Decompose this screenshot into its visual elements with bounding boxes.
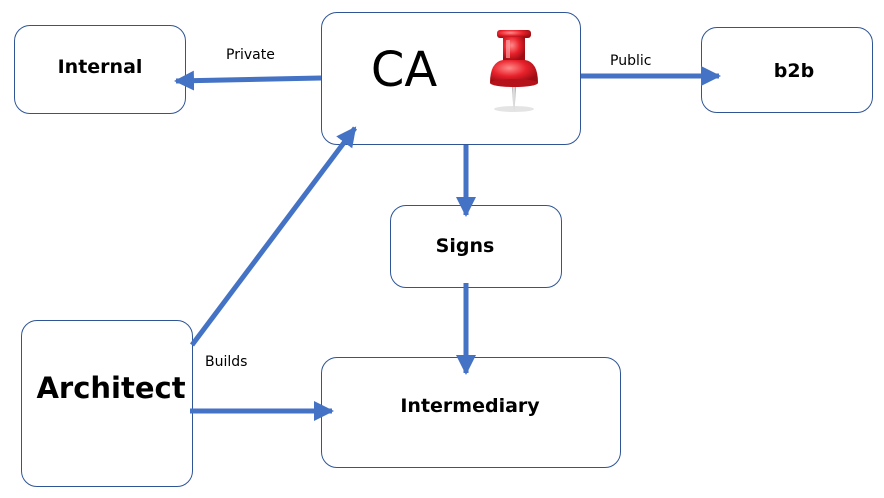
ca-label: CA — [370, 42, 438, 98]
b2b-node — [701, 27, 873, 113]
private-edge-label: Private — [226, 47, 275, 63]
b2b-label: b2b — [773, 60, 815, 82]
signs-label: Signs — [435, 235, 495, 257]
architect-label: Architect — [36, 371, 186, 405]
internal-label: Internal — [57, 56, 143, 78]
pushpin-icon — [490, 30, 538, 112]
signs-node — [390, 205, 562, 288]
intermediary-label: Intermediary — [400, 395, 540, 417]
public-edge-label: Public — [610, 53, 652, 69]
arrow-ca-to-internal — [174, 70, 322, 91]
architect-node — [21, 320, 193, 487]
arrow-architect-to-ca — [190, 126, 357, 347]
internal-node — [14, 25, 186, 114]
builds-edge-label: Builds — [205, 354, 248, 370]
